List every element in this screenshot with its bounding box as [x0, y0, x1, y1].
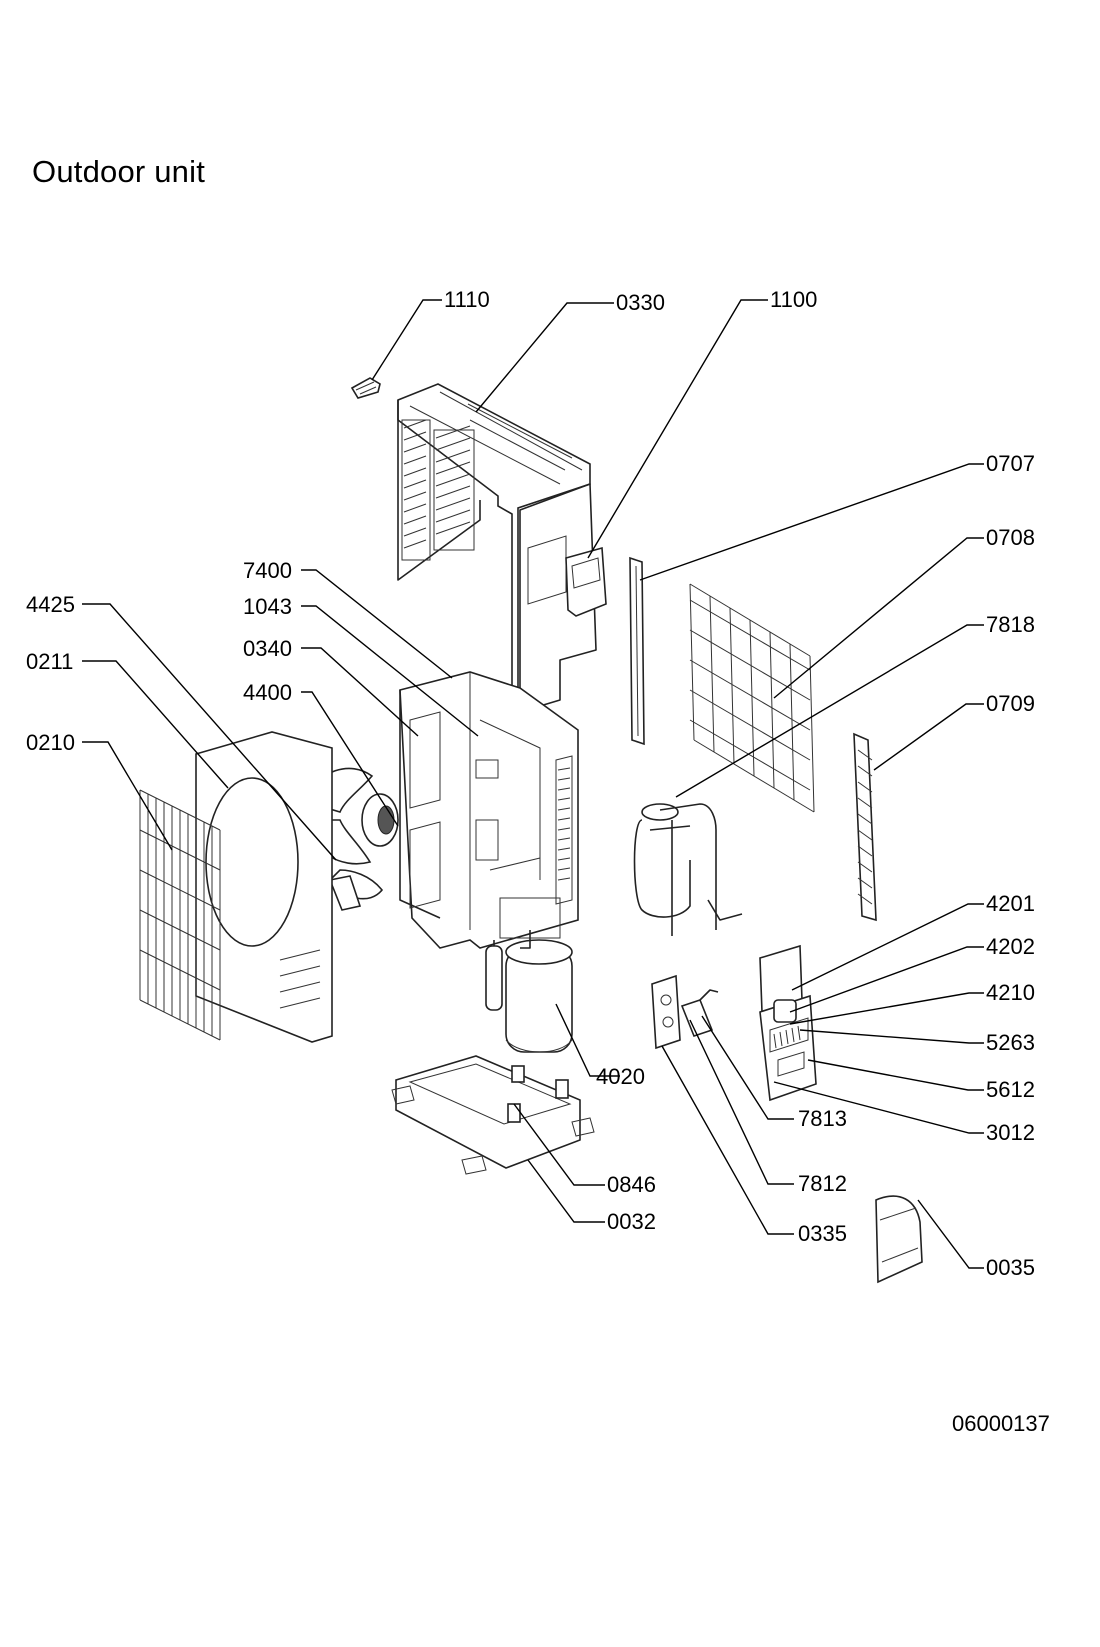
leader-0330	[475, 302, 614, 413]
leader-1100	[587, 299, 768, 559]
leader-0211	[82, 660, 229, 789]
part-4020-compressor	[485, 897, 573, 1053]
part-0035-side-cover	[875, 1195, 923, 1284]
callout-1100: 1100	[770, 287, 817, 312]
part-0032-base	[391, 1055, 595, 1175]
part-0709-louver	[853, 732, 877, 922]
leader-0709	[873, 703, 984, 771]
callout-4202: 4202	[986, 934, 1035, 959]
part-0708-grid	[689, 583, 815, 813]
leader-0210	[82, 741, 173, 851]
leader-0335	[661, 1045, 794, 1235]
callout-4425: 4425	[26, 592, 75, 617]
callout-5612: 5612	[986, 1077, 1035, 1102]
callout-4020: 4020	[596, 1064, 645, 1089]
leader-7400	[301, 569, 453, 679]
callout-5263: 5263	[986, 1030, 1035, 1055]
leader-lines	[82, 299, 984, 1269]
leader-1110	[371, 299, 442, 381]
callout-0211: 0211	[26, 649, 73, 674]
part-0330-casing	[397, 383, 597, 713]
callout-4210: 4210	[986, 980, 1035, 1005]
callout-0330: 0330	[616, 290, 665, 315]
leader-0032	[527, 1159, 605, 1223]
callout-0210: 0210	[26, 730, 75, 755]
leader-5612	[807, 1059, 984, 1091]
part-7400-frame	[399, 671, 579, 949]
leader-4020	[555, 1003, 620, 1077]
diagram-title: Outdoor unit	[32, 154, 206, 189]
part-0335-valve-bracket	[651, 974, 719, 1050]
callout-7400: 7400	[243, 558, 292, 583]
leader-4400	[301, 691, 399, 827]
leader-4201	[791, 903, 984, 991]
part-3012-control-box	[759, 944, 817, 1102]
part-0210-grille	[139, 789, 221, 1041]
leader-0846	[513, 1103, 605, 1186]
leader-7818	[675, 624, 984, 798]
leader-3012	[773, 1081, 984, 1134]
leader-5263	[799, 1029, 984, 1044]
leader-1043	[301, 605, 479, 737]
callout-1110: 1110	[444, 287, 490, 312]
callout-7818: 7818	[986, 612, 1035, 637]
leader-0035	[917, 1199, 984, 1269]
part-0211-front-panel	[195, 731, 333, 1043]
callout-4201: 4201	[986, 891, 1035, 916]
callout-labels: 1110 0330 1100 0707 0708 7818 0709 7400 …	[26, 287, 1035, 1280]
leader-7812	[689, 1019, 794, 1185]
callout-0335: 0335	[798, 1221, 847, 1246]
callout-0707: 0707	[986, 451, 1035, 476]
callout-0340: 0340	[243, 636, 292, 661]
callout-4400: 4400	[243, 680, 292, 705]
part-1110-clip	[350, 377, 381, 399]
callout-0032: 0032	[607, 1209, 656, 1234]
leader-0707	[639, 463, 984, 581]
callout-0709: 0709	[986, 691, 1035, 716]
leader-0340	[301, 647, 419, 737]
part-7818-piping	[633, 803, 743, 936]
part-0707-bar	[629, 556, 645, 746]
leader-7813	[701, 1015, 794, 1120]
leader-0708	[773, 537, 984, 699]
callout-0708: 0708	[986, 525, 1035, 550]
leader-4425	[82, 603, 337, 861]
callout-7813: 7813	[798, 1106, 847, 1131]
leader-4202	[789, 946, 984, 1013]
callout-3012: 3012	[986, 1120, 1035, 1145]
callout-1043: 1043	[243, 594, 292, 619]
callout-7812: 7812	[798, 1171, 847, 1196]
leader-4210	[789, 992, 984, 1025]
callout-0035: 0035	[986, 1255, 1035, 1280]
document-number: 06000137	[952, 1411, 1050, 1436]
part-1100-cover	[565, 546, 607, 617]
callout-0846: 0846	[607, 1172, 656, 1197]
